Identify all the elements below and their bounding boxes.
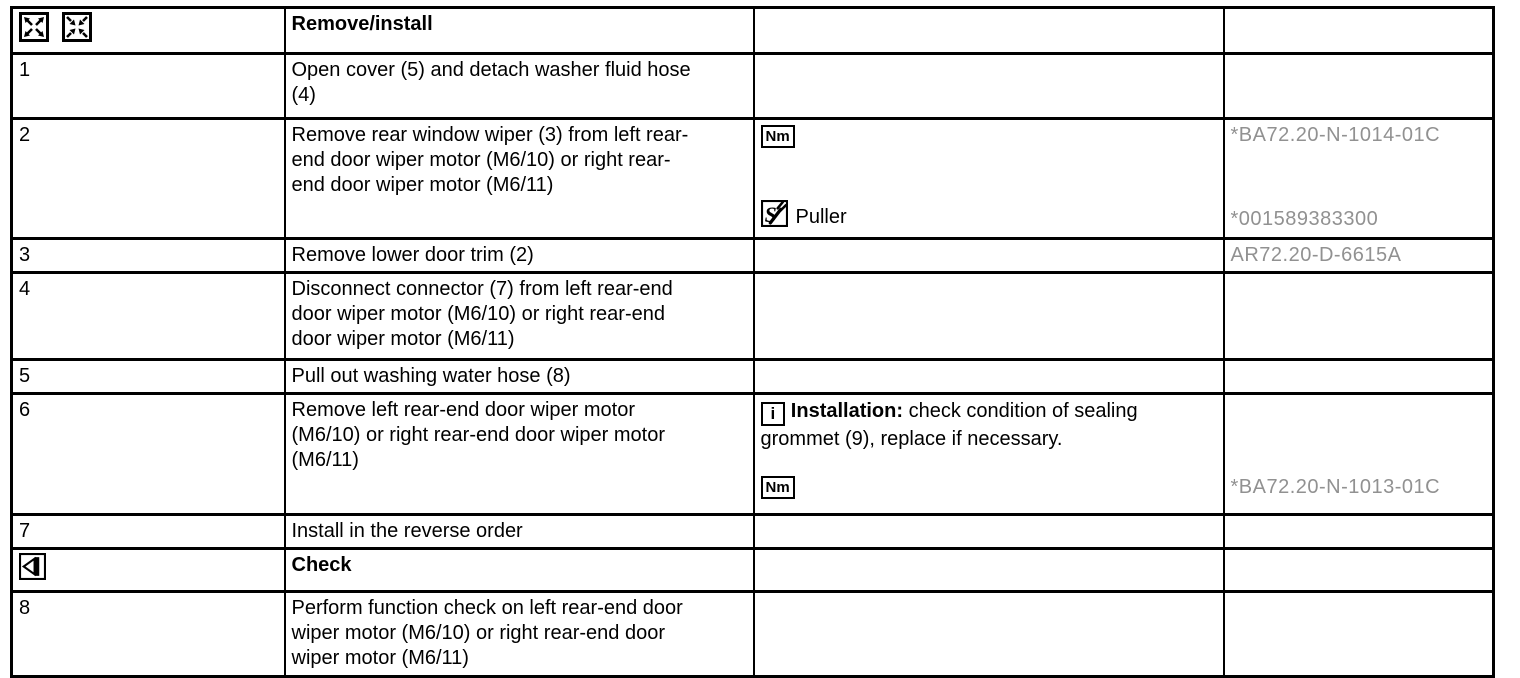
section-title-cell: Remove/install	[283, 6, 755, 55]
step-number-cell: 6	[10, 392, 286, 516]
step-description: Open cover (5) and detach washer fluid h…	[291, 59, 691, 106]
installation-note-label: Installation:	[790, 400, 904, 422]
installation-note-text: check condition of sealing grommet (9), …	[760, 400, 1138, 450]
step-number-cell: 2	[10, 117, 286, 240]
description-cell: Install in the reverse order	[283, 513, 755, 550]
step-number: 7	[19, 520, 31, 542]
check-section-icon	[19, 553, 46, 587]
step-number-cell: 1	[10, 52, 286, 120]
step-description: Install in the reverse order	[291, 520, 523, 542]
codes-cell	[1222, 52, 1495, 120]
description-cell: Disconnect connector (7) from left rear-…	[283, 271, 755, 361]
notes-cell	[752, 358, 1225, 395]
table-row: 1 Open cover (5) and detach washer fluid…	[10, 52, 1495, 120]
description-cell: Pull out washing water hose (8)	[283, 358, 755, 395]
special-tool-label: Puller	[795, 205, 847, 228]
section-title: Check	[291, 554, 352, 576]
step-number: 3	[19, 244, 31, 266]
special-tool-note: S Puller	[760, 200, 1215, 234]
table-row: 5 Pull out washing water hose (8)	[10, 358, 1495, 395]
step-number-cell: 5	[10, 358, 286, 395]
step-description: Remove left rear-end door wiper motor (M…	[291, 399, 665, 471]
notes-cell	[752, 513, 1225, 550]
notes-cell	[752, 6, 1225, 55]
special-tool-icon[interactable]: S	[760, 200, 788, 234]
step-number-cell: 3	[10, 237, 286, 274]
step-number: 2	[19, 124, 31, 146]
codes-cell	[1222, 547, 1495, 593]
collapse-all-icon[interactable]	[61, 12, 92, 49]
nm-torque-icon[interactable]: Nm	[760, 476, 795, 499]
torque-note: Nm	[760, 123, 1215, 148]
description-cell: Remove left rear-end door wiper motor (M…	[283, 392, 755, 516]
notes-cell: Nm S Puller	[752, 117, 1225, 240]
codes-cell	[1222, 358, 1495, 395]
step-description: Disconnect connector (7) from left rear-…	[291, 278, 673, 350]
header-icons-cell	[10, 6, 286, 55]
expand-all-icon[interactable]	[19, 12, 49, 49]
table-row: Check	[10, 547, 1495, 593]
description-cell: Remove rear window wiper (3) from left r…	[283, 117, 755, 240]
description-cell: Perform function check on left rear-end …	[283, 590, 755, 678]
codes-cell	[1222, 271, 1495, 361]
table-row: 7 Install in the reverse order	[10, 513, 1495, 550]
document-code-link[interactable]: *BA72.20-N-1014-01C	[1230, 124, 1441, 146]
description-cell: Open cover (5) and detach washer fluid h…	[283, 52, 755, 120]
table-row: 6 Remove left rear-end door wiper motor …	[10, 392, 1495, 516]
table-row: 3 Remove lower door trim (2) AR72.20-D-6…	[10, 237, 1495, 274]
step-description: Remove rear window wiper (3) from left r…	[291, 124, 689, 196]
document-code-link[interactable]: *BA72.20-N-1013-01C	[1230, 476, 1441, 498]
description-cell: Remove lower door trim (2)	[283, 237, 755, 274]
step-description: Pull out washing water hose (8)	[291, 365, 571, 387]
step-number: 8	[19, 597, 31, 619]
notes-cell	[752, 547, 1225, 593]
torque-note: Nm	[760, 474, 1215, 499]
step-number: 4	[19, 278, 31, 300]
table-row: Remove/install	[10, 6, 1495, 55]
step-number-cell: 4	[10, 271, 286, 361]
codes-cell: *BA72.20-N-1013-01C	[1222, 392, 1495, 516]
notes-cell	[752, 237, 1225, 274]
step-description: Remove lower door trim (2)	[291, 244, 534, 266]
notes-cell	[752, 52, 1225, 120]
section-title: Remove/install	[291, 13, 433, 35]
section-icon-cell	[10, 547, 286, 593]
nm-torque-icon[interactable]: Nm	[760, 125, 795, 148]
step-number-cell: 7	[10, 513, 286, 550]
step-number-cell: 8	[10, 590, 286, 678]
step-description: Perform function check on left rear-end …	[291, 597, 683, 669]
step-number: 1	[19, 59, 31, 81]
table-row: 4 Disconnect connector (7) from left rea…	[10, 271, 1495, 361]
info-icon: i	[760, 402, 786, 426]
step-number: 6	[19, 399, 31, 421]
document-code-link[interactable]: AR72.20-D-6615A	[1230, 244, 1402, 266]
installation-note: i Installation: check condition of seali…	[760, 398, 1215, 452]
codes-cell	[1222, 590, 1495, 678]
codes-cell: *BA72.20-N-1014-01C *001589383300	[1222, 117, 1495, 240]
table-row: 2 Remove rear window wiper (3) from left…	[10, 117, 1495, 240]
step-number: 5	[19, 365, 31, 387]
tool-number-link[interactable]: *001589383300	[1230, 208, 1379, 230]
notes-cell	[752, 590, 1225, 678]
notes-cell: i Installation: check condition of seali…	[752, 392, 1225, 516]
codes-cell	[1222, 513, 1495, 550]
codes-cell: AR72.20-D-6615A	[1222, 237, 1495, 274]
procedure-table: Remove/install 1 Open cover (5) and deta…	[10, 6, 1495, 678]
table-row: 8 Perform function check on left rear-en…	[10, 590, 1495, 678]
section-title-cell: Check	[283, 547, 755, 593]
notes-cell	[752, 271, 1225, 361]
codes-cell	[1222, 6, 1495, 55]
